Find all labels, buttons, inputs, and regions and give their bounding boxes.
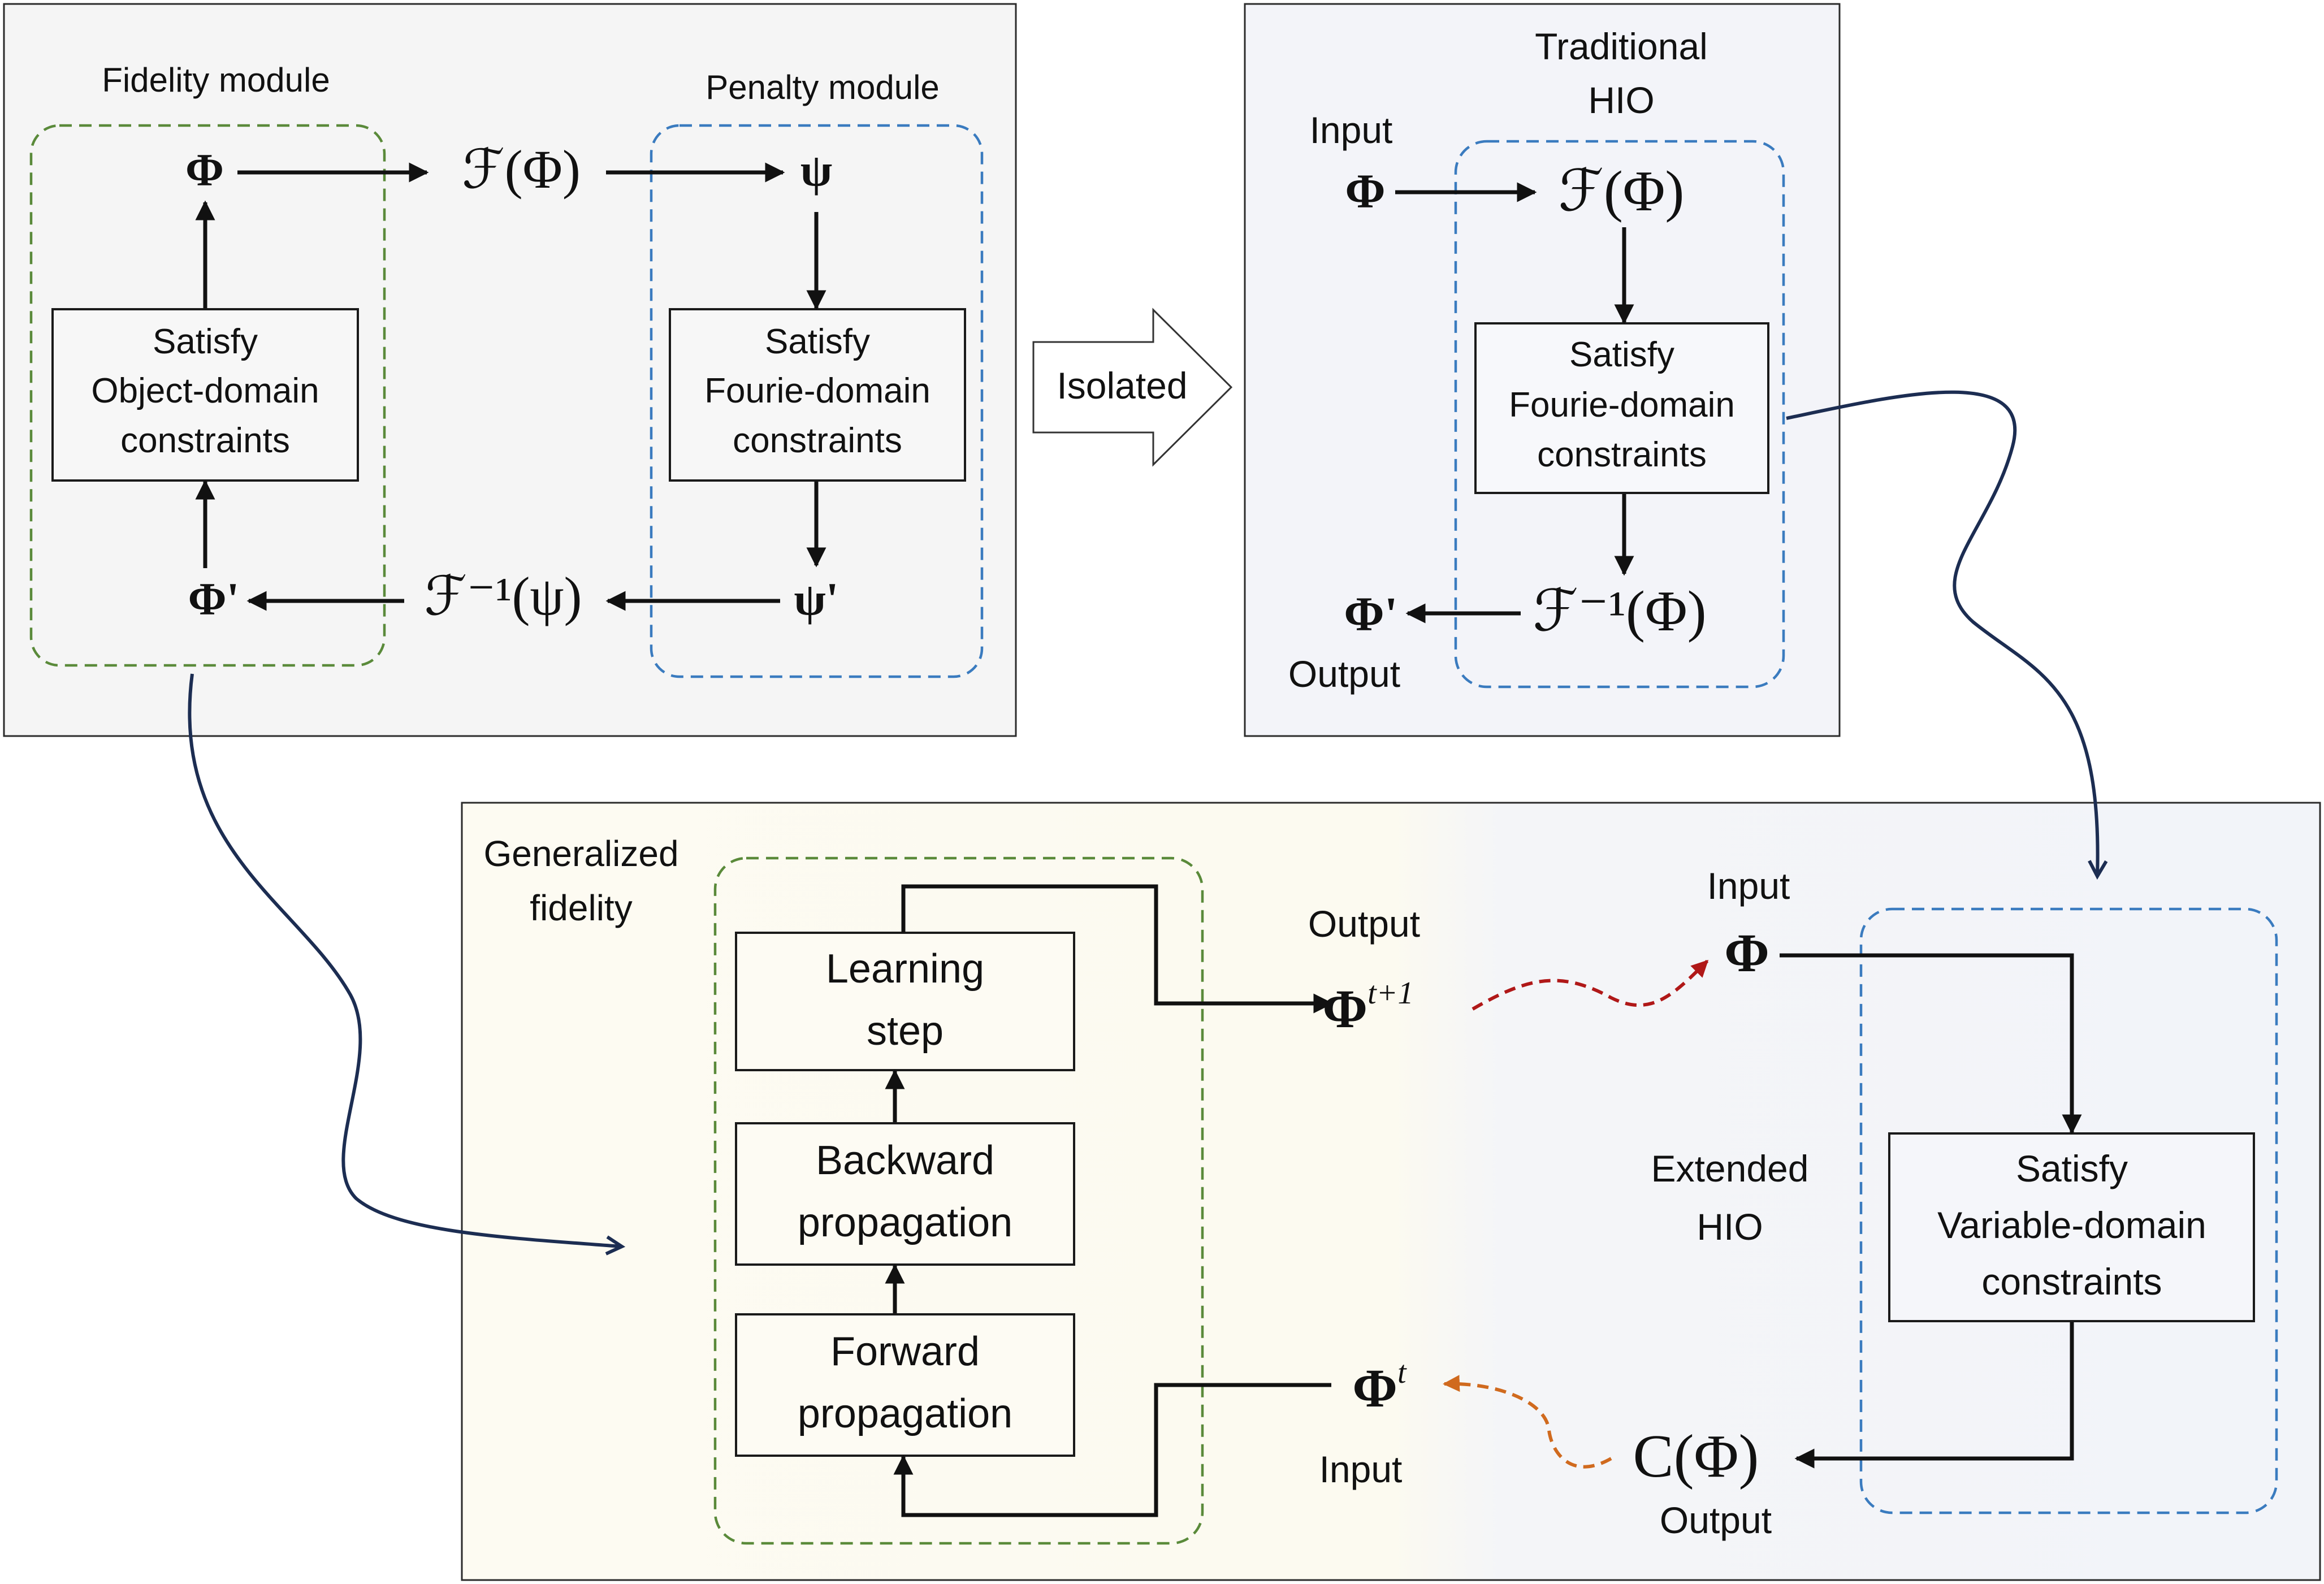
phi-t-plus-1-sup: t+1	[1367, 976, 1413, 1011]
fourier-phi-symbol: ℱ(Φ)	[462, 139, 581, 200]
navy-curve-fidelity-to-generalized	[188, 673, 622, 1247]
object-domain-box-line-3: constraints	[120, 421, 290, 460]
traditional-box-line-1: Satisfy	[1569, 335, 1674, 374]
variable-domain-box-line-1: Satisfy	[2016, 1148, 2128, 1189]
traditional-inverse-fourier-symbol: ℱ⁻¹(Φ)	[1533, 579, 1706, 643]
phi-prime-symbol: Φ'	[188, 573, 240, 625]
traditional-box-line-3: constraints	[1537, 435, 1707, 474]
isolated-arrow-shape	[1032, 308, 1233, 467]
panel-generalized-extended: Generalized fidelity Learning step Backw…	[461, 802, 2321, 1581]
traditional-output-label: Output	[1288, 653, 1400, 695]
traditional-fourier-box	[1474, 322, 1769, 494]
isolated-arrow: Isolated	[1032, 308, 1233, 467]
fourier-domain-box-line-1: Satisfy	[765, 322, 870, 361]
isolated-label: Isolated	[1057, 365, 1187, 406]
inverse-fourier-psi-symbol: ℱ⁻¹(ψ)	[425, 566, 582, 626]
traditional-fourier-phi-symbol: ℱ(Φ)	[1559, 159, 1685, 223]
fourier-domain-constraints-box	[669, 308, 966, 482]
variable-domain-constraints-box	[1888, 1132, 2255, 1322]
learning-step-line-2: step	[867, 1009, 944, 1054]
generalized-fidelity-line-2: fidelity	[530, 888, 632, 928]
forward-propagation-box	[735, 1313, 1075, 1457]
traditional-phi-prime-symbol: Φ'	[1344, 587, 1397, 641]
variable-domain-box-line-3: constraints	[1981, 1261, 2162, 1302]
extended-hio-line-2: HIO	[1697, 1206, 1763, 1248]
phi-t-base: Φ	[1352, 1358, 1397, 1418]
generalized-fidelity-line-1: Generalized	[483, 833, 678, 874]
extended-input-label: Input	[1707, 865, 1790, 907]
traditional-input-label: Input	[1310, 109, 1393, 151]
navy-curve-traditional-to-extended	[1786, 390, 2098, 876]
phi-symbol: Φ	[185, 144, 224, 196]
extended-output-label: Output	[1660, 1499, 1772, 1541]
phi-t-plus-1-symbol: Φt+1	[1323, 976, 1414, 1039]
phi-t-sup: t	[1397, 1355, 1407, 1390]
forward-propagation-line-2: propagation	[798, 1391, 1012, 1436]
input-to-forward-line	[893, 1383, 1331, 1517]
variable-domain-box-line-2: Variable-domain	[1937, 1204, 2206, 1246]
traditional-box-line-2: Fourie-domain	[1509, 386, 1735, 425]
phi-t-plus-1-base: Φ	[1323, 979, 1368, 1039]
traditional-hio-title-line-1: Traditional	[1535, 25, 1708, 67]
panel-hio-split: Fidelity module Penalty module Φ ℱ(Φ) ψ …	[3, 3, 1017, 737]
extended-c-phi-symbol: C(Φ)	[1633, 1423, 1759, 1490]
backward-propagation-box	[735, 1122, 1075, 1266]
penalty-module-dashed-box	[650, 124, 984, 678]
backward-propagation-line-2: propagation	[798, 1200, 1012, 1245]
fidelity-module-title: Fidelity module	[102, 61, 330, 99]
backward-propagation-line-1: Backward	[816, 1138, 994, 1183]
learning-step-box	[735, 932, 1075, 1071]
forward-propagation-line-1: Forward	[830, 1329, 980, 1374]
traditional-hio-title-line-2: HIO	[1588, 79, 1654, 121]
extended-box-to-c-phi-line	[1794, 1322, 2074, 1469]
phi-t-symbol: Φt	[1352, 1355, 1407, 1418]
object-domain-box-line-1: Satisfy	[153, 322, 258, 361]
psi-symbol: ψ	[800, 144, 832, 196]
extended-hio-line-1: Extended	[1651, 1148, 1809, 1189]
generalized-output-label: Output	[1308, 903, 1420, 945]
panel-traditional-hio: Traditional HIO Input Φ ℱ(Φ) Satisfy Fou…	[1244, 3, 1841, 737]
red-dashed-connector	[1472, 959, 1709, 1011]
fourier-domain-box-line-2: Fourie-domain	[704, 371, 931, 410]
fourier-domain-box-line-3: constraints	[733, 421, 902, 460]
learning-step-line-1: Learning	[826, 946, 984, 992]
object-domain-box-line-2: Object-domain	[91, 371, 319, 410]
traditional-hio-dashed-box	[1454, 140, 1785, 689]
psi-prime-symbol: ψ'	[794, 573, 838, 625]
extended-hio-dashed-box	[1859, 907, 2278, 1514]
generalized-input-label: Input	[1319, 1448, 1403, 1490]
traditional-phi-symbol: Φ	[1345, 164, 1385, 218]
learning-step-output-line	[901, 884, 1334, 1014]
object-domain-constraints-box	[51, 308, 359, 482]
fidelity-module-dashed-box	[29, 124, 386, 667]
penalty-module-title: Penalty module	[706, 68, 940, 106]
generalized-fidelity-dashed-box	[713, 856, 1204, 1545]
extended-phi-symbol: Φ	[1724, 923, 1769, 983]
extended-phi-to-box-line	[1780, 953, 2082, 1135]
